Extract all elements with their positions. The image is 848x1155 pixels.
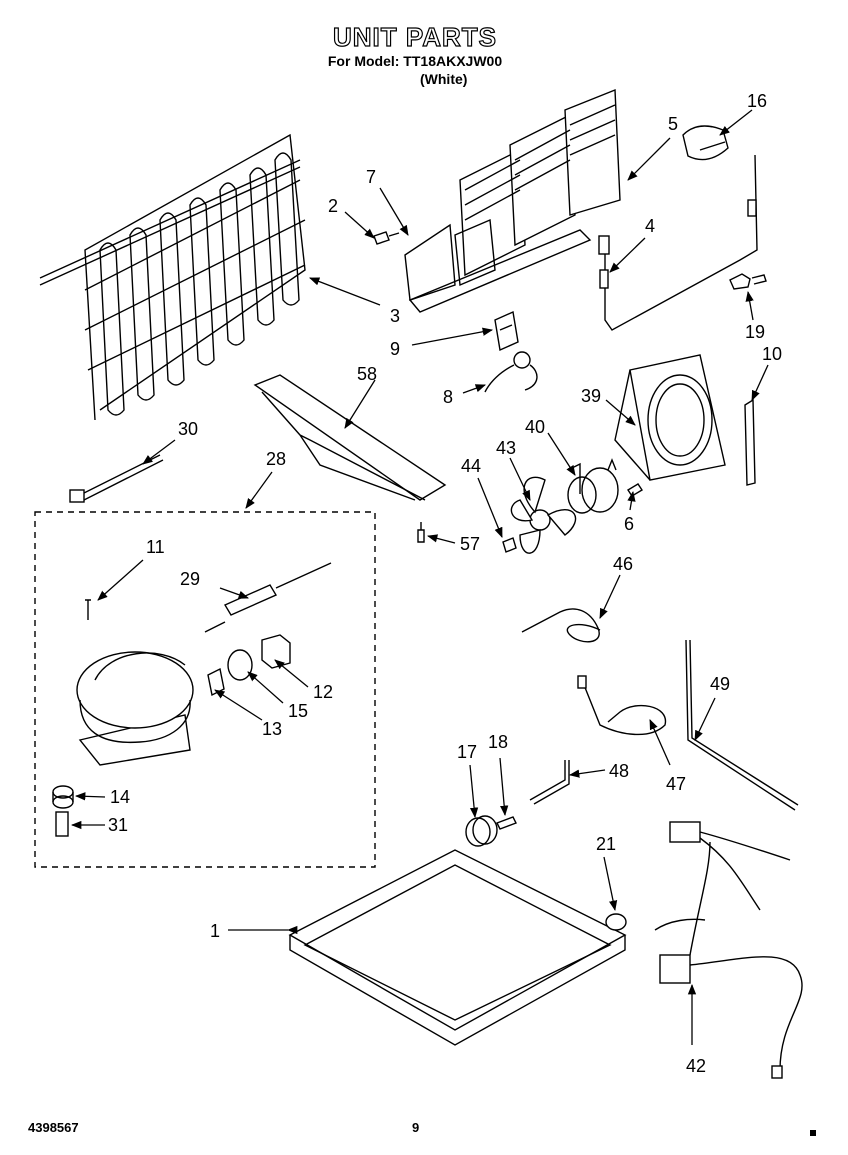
- callout-30: 30: [178, 419, 198, 439]
- condenser-coil: [39, 133, 306, 421]
- callout-18: 18: [488, 732, 508, 752]
- callout-8: 8: [443, 387, 453, 407]
- evaporator-assembly: [404, 88, 621, 313]
- callout-40: 40: [525, 417, 545, 437]
- callout-13: 13: [262, 719, 282, 739]
- callout-16: 16: [747, 91, 767, 111]
- callout-44: 44: [461, 456, 481, 476]
- callout-49: 49: [710, 674, 730, 694]
- page-title: UNIT PARTS: [332, 21, 498, 52]
- page-number: 9: [412, 1120, 420, 1135]
- fan-shroud-39: [614, 354, 726, 481]
- bracket-9: [494, 310, 519, 352]
- compressor: [76, 599, 194, 766]
- callout-10: 10: [762, 344, 782, 364]
- compressor-kit-box: [34, 511, 376, 868]
- callout-4: 4: [645, 216, 655, 236]
- callout-labels: 1 2 3 4 5 6 7 8 9 10 11 12 13 14 15 16 1…: [108, 91, 782, 1076]
- tie-30: [69, 454, 164, 503]
- callout-31: 31: [108, 815, 128, 835]
- color-line: (White): [420, 71, 468, 87]
- screw-2: [373, 231, 400, 245]
- sleeve-31: [55, 811, 69, 837]
- screw-57: [417, 522, 425, 543]
- screw-6: [627, 483, 643, 497]
- strip-10: [744, 398, 756, 486]
- foot-21: [605, 913, 627, 931]
- callout-6: 6: [624, 514, 634, 534]
- clip-19: [729, 273, 767, 290]
- callout-9: 9: [390, 339, 400, 359]
- callout-28: 28: [266, 449, 286, 469]
- grommet-14: [52, 785, 74, 809]
- fan-blade-43: [510, 476, 577, 554]
- doc-number: 4398567: [28, 1120, 79, 1135]
- relay-12: [261, 634, 291, 669]
- overload-15: [227, 649, 253, 681]
- screw-18: [496, 816, 517, 830]
- callout-42: 42: [686, 1056, 706, 1076]
- callout-57: 57: [460, 534, 480, 554]
- cap-part-16: [682, 125, 729, 161]
- callout-1: 1: [210, 921, 220, 941]
- cord-8: [484, 351, 538, 393]
- callout-58: 58: [357, 364, 377, 384]
- tube-48: [529, 760, 570, 805]
- model-line: For Model: TT18AKXJW00: [327, 53, 503, 69]
- callout-5: 5: [668, 114, 678, 134]
- callout-2: 2: [328, 196, 338, 216]
- fan-motor-40: [567, 458, 619, 514]
- drier-29: [204, 562, 332, 633]
- sensor-wire-4: [598, 154, 758, 331]
- rod-49: [685, 639, 799, 811]
- tube-47: [577, 675, 666, 736]
- drip-tray-58: [253, 374, 447, 501]
- callout-11: 11: [146, 537, 165, 557]
- callout-15: 15: [288, 701, 308, 721]
- roller-17: [465, 815, 498, 847]
- callout-17: 17: [457, 742, 477, 762]
- base-pan-1: [288, 849, 627, 1046]
- leader-lines: [70, 109, 769, 1045]
- callout-12: 12: [313, 682, 333, 702]
- wire-harness-42: [654, 821, 803, 1079]
- corner-mark: [810, 1130, 816, 1136]
- callout-48: 48: [609, 761, 629, 781]
- callout-47: 47: [666, 774, 686, 794]
- callout-43: 43: [496, 438, 516, 458]
- callout-39: 39: [581, 386, 601, 406]
- tube-46: [521, 608, 601, 643]
- callout-21: 21: [596, 834, 616, 854]
- callout-14: 14: [110, 787, 130, 807]
- callout-19: 19: [745, 322, 765, 342]
- callout-46: 46: [613, 554, 633, 574]
- clip-13: [207, 667, 225, 697]
- callout-3: 3: [390, 306, 400, 326]
- clip-44: [502, 537, 517, 553]
- callout-7: 7: [366, 167, 376, 187]
- callout-29: 29: [180, 569, 200, 589]
